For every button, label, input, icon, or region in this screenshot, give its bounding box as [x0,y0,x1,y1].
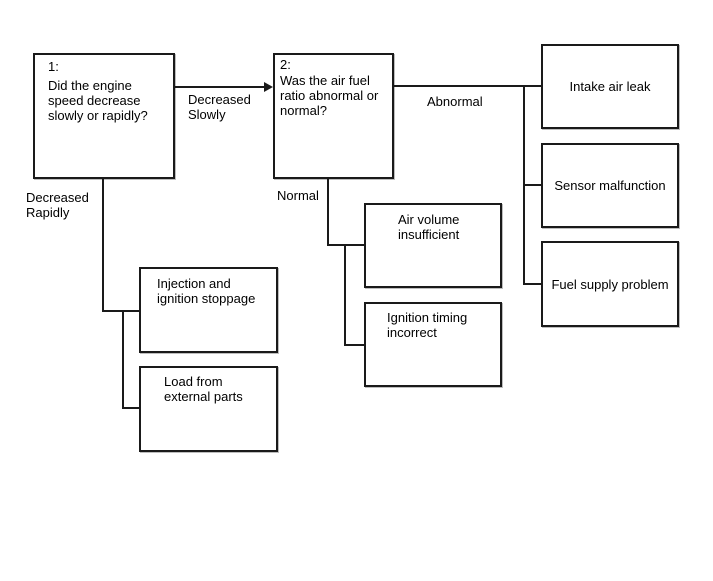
connector-ignition-branch-line [344,344,364,346]
decision-1-number: 1: [48,59,59,74]
connector-injection-branch-line [102,310,139,312]
sensor-malfunction-label: Sensor malfunction [554,178,666,193]
connector-air-volume-branch-line [327,244,364,246]
connector-load-branch-line [122,407,139,409]
connector-sensor-branch-line [523,184,541,186]
connector-left-jog-line [122,310,124,409]
decision-2-text: Was the air fuel ratio abnormal or norma… [280,73,379,118]
connector-q1-to-q2-line [175,86,265,88]
decision-1-box: 1: Did the engine speed decrease slowly … [33,53,175,179]
connector-fuel-branch-line [523,283,541,285]
fuel-supply-problem-label: Fuel supply problem [551,276,669,292]
decision-2-box: 2: Was the air fuel ratio abnormal or no… [273,53,394,179]
connector-mid-jog-line [344,244,346,346]
sensor-malfunction-box: Sensor malfunction [541,143,679,228]
connector-normal-trunk-line [327,179,329,246]
connector-abnormal-line [394,85,541,87]
decreased-rapidly-label: Decreased Rapidly [26,190,89,220]
decreased-slowly-label: Decreased Slowly [188,92,251,122]
injection-ignition-stoppage-box: Injection and ignition stoppage [139,267,278,353]
abnormal-label: Abnormal [427,94,483,109]
air-volume-insufficient-box: Air volume insufficient [364,203,502,288]
normal-label: Normal [277,188,319,203]
connector-decreased-rapidly-trunk-line [102,179,104,312]
intake-air-leak-box: Intake air leak [541,44,679,129]
arrow-right-icon [264,82,273,92]
decision-2-number: 2: [280,57,291,72]
fuel-supply-problem-box: Fuel supply problem [541,241,679,327]
ignition-timing-incorrect-box: Ignition timing incorrect [364,302,502,387]
decision-1-text: Did the engine speed decrease slowly or … [48,78,148,123]
intake-air-leak-label: Intake air leak [569,79,651,94]
load-external-parts-box: Load from external parts [139,366,278,452]
